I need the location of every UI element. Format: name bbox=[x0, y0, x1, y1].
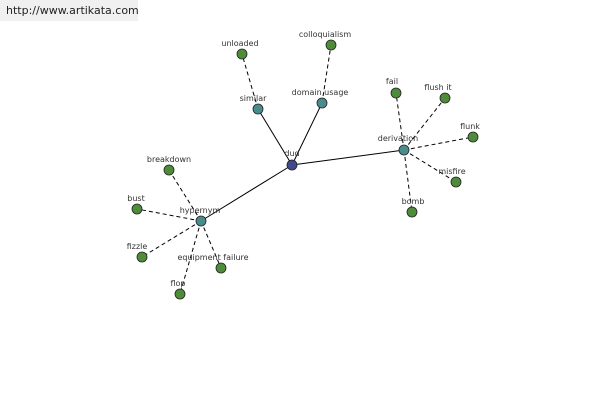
site-url-text: http://www.artikata.com bbox=[6, 4, 139, 17]
edge-hypernym-bust bbox=[136, 208, 202, 222]
site-banner: http://www.artikata.com bbox=[0, 0, 139, 21]
edge-similar-unloaded bbox=[241, 53, 259, 110]
node-label-similar: similar bbox=[240, 94, 268, 103]
edge-hypernym-equipment-failure bbox=[200, 220, 222, 269]
node-label-colloquialism: colloquialism bbox=[299, 30, 352, 39]
node-derivation[interactable] bbox=[398, 144, 410, 156]
node-hypernym[interactable] bbox=[195, 215, 207, 227]
node-fail[interactable] bbox=[390, 87, 402, 99]
edge-dud-similar bbox=[257, 108, 293, 166]
labels-layer: dud similar domain usage derivation hypernym… bbox=[127, 30, 481, 288]
node-flush-it[interactable] bbox=[439, 92, 451, 104]
edge-dud-derivation bbox=[291, 149, 405, 166]
edge-derivation-flunk bbox=[403, 136, 474, 151]
node-label-dud: dud bbox=[284, 149, 299, 158]
edge-derivation-fail bbox=[395, 92, 405, 151]
node-breakdown[interactable] bbox=[163, 164, 175, 176]
edge-hypernym-fizzle bbox=[141, 220, 202, 258]
node-label-domain-usage: domain usage bbox=[292, 88, 349, 97]
node-label-derivation: derivation bbox=[378, 134, 418, 143]
edge-dud-domain-usage bbox=[291, 102, 323, 166]
edge-derivation-bomb bbox=[403, 149, 413, 213]
node-equipment-failure[interactable] bbox=[215, 262, 227, 274]
node-flop[interactable] bbox=[174, 288, 186, 300]
edge-hypernym-flop bbox=[179, 220, 202, 295]
node-label-misfire: misfire bbox=[438, 167, 465, 176]
node-label-flush-it: flush it bbox=[424, 83, 451, 92]
node-flunk[interactable] bbox=[467, 131, 479, 143]
edges-layer bbox=[136, 44, 474, 295]
node-label-equipment-failure: equipment failure bbox=[177, 253, 248, 262]
node-misfire[interactable] bbox=[450, 176, 462, 188]
edge-dud-hypernym bbox=[200, 164, 293, 222]
node-label-flop: flop bbox=[170, 279, 185, 288]
node-label-fizzle: fizzle bbox=[127, 242, 148, 251]
edge-derivation-misfire bbox=[403, 149, 457, 183]
node-label-breakdown: breakdown bbox=[147, 155, 191, 164]
node-label-fail: fail bbox=[386, 77, 398, 86]
node-label-bomb: bomb bbox=[402, 197, 425, 206]
node-domain-usage[interactable] bbox=[316, 97, 328, 109]
node-bust[interactable] bbox=[131, 203, 143, 215]
node-bomb[interactable] bbox=[406, 206, 418, 218]
node-colloquialism[interactable] bbox=[325, 39, 337, 51]
node-label-unloaded: unloaded bbox=[221, 39, 258, 48]
node-label-bust: bust bbox=[127, 194, 144, 203]
node-similar[interactable] bbox=[252, 103, 264, 115]
node-fizzle[interactable] bbox=[136, 251, 148, 263]
node-unloaded[interactable] bbox=[236, 48, 248, 60]
edge-domain-usage-colloquialism bbox=[321, 44, 332, 104]
nodes-layer bbox=[131, 39, 479, 300]
node-label-flunk: flunk bbox=[460, 122, 480, 131]
node-dud[interactable] bbox=[286, 159, 298, 171]
edge-hypernym-breakdown bbox=[168, 169, 202, 222]
node-label-hypernym: hypernym bbox=[180, 206, 221, 215]
